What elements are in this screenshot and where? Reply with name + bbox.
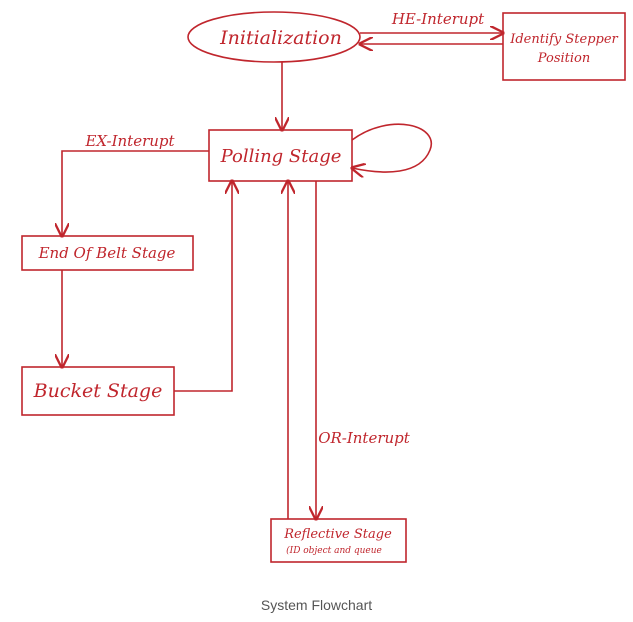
initialization-label: Initialization	[219, 27, 342, 49]
identify-stepper-label-line1: Identify Stepper	[509, 32, 618, 47]
end-of-belt-stage-label: End Of Belt Stage	[38, 244, 176, 262]
reflective-stage-label-line2: (ID object and queue	[286, 545, 382, 556]
or-interrupt-label: OR-Interupt	[318, 429, 411, 447]
end-of-belt-stage-node	[21, 235, 194, 271]
edge-polling-to-end-of-belt	[62, 150, 209, 236]
identify-stepper-label-line2: Position	[537, 51, 590, 66]
reflective-stage-label-line1: Reflective Stage	[283, 527, 392, 542]
polling-stage-label: Polling Stage	[220, 146, 342, 167]
edge-bucket-to-polling	[174, 181, 232, 392]
figure-caption: System Flowchart	[260, 597, 373, 613]
ex-interrupt-label: EX-Interupt	[84, 132, 175, 150]
polling-self-loop	[352, 123, 433, 172]
he-interrupt-label: HE-Interupt	[391, 10, 485, 28]
reflective-stage-node	[270, 518, 407, 563]
bucket-stage-label: Bucket Stage	[33, 380, 163, 402]
identify-stepper-node	[502, 12, 626, 81]
